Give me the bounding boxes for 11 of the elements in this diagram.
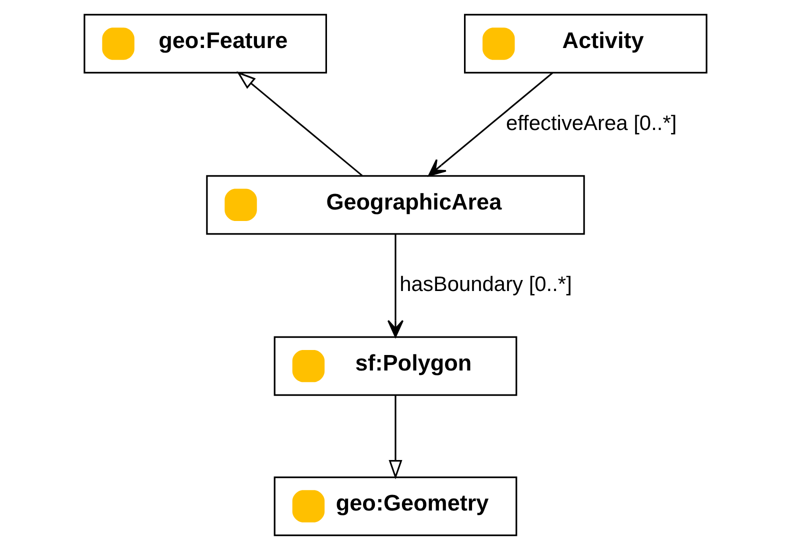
edge-label: hasBoundary [0..*] (400, 272, 572, 296)
arrow (428, 72, 554, 176)
edge-label: effectiveArea [0..*] (506, 112, 677, 135)
arrow (387, 234, 404, 338)
node-box: geo:Geometry (274, 476, 518, 536)
arrow (388, 395, 402, 480)
node-box: geo:Feature (84, 14, 327, 74)
node-box: sf:Polygon (274, 336, 518, 396)
arrow (236, 71, 363, 176)
node-box: Activity (464, 14, 708, 74)
node-box: GeographicArea (206, 175, 585, 235)
